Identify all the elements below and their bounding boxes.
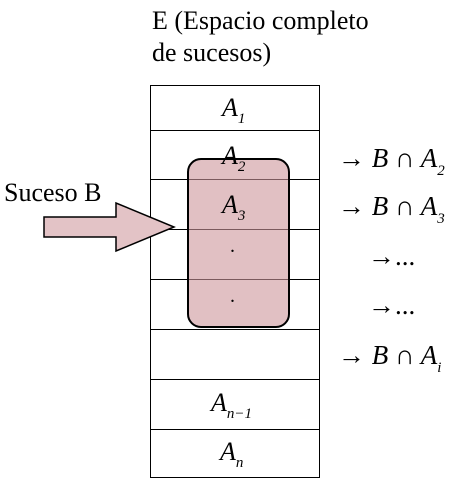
partition-label-a1: A1	[222, 93, 246, 128]
intersection-ellipsis: →...	[368, 290, 416, 320]
intersection-b-a3: → B ∩ A3	[338, 191, 445, 227]
intersection-b-ai: → B ∩ Ai	[338, 340, 442, 376]
partition-label-an-1: An−1	[211, 388, 253, 423]
row-divider	[151, 429, 319, 430]
ellipsis-dot: .	[230, 285, 235, 307]
row-divider	[151, 130, 319, 131]
row-divider	[151, 329, 319, 330]
intersection-ellipsis: →...	[368, 241, 416, 271]
ellipsis-dot: .	[230, 235, 235, 257]
diagram-title-line2: de sucesos)	[152, 38, 272, 67]
partition-label-a2: A2	[222, 141, 246, 176]
partition-label-a3: A3	[222, 190, 246, 225]
event-b-region	[187, 158, 290, 328]
partition-label-an: An	[220, 437, 244, 472]
row-divider	[151, 379, 319, 380]
diagram-title-line1: E (Espacio completo	[152, 6, 369, 35]
event-b-arrow-icon	[43, 201, 176, 253]
event-b-label: Suceso B	[4, 178, 102, 207]
intersection-b-a2: → B ∩ A2	[338, 143, 445, 179]
